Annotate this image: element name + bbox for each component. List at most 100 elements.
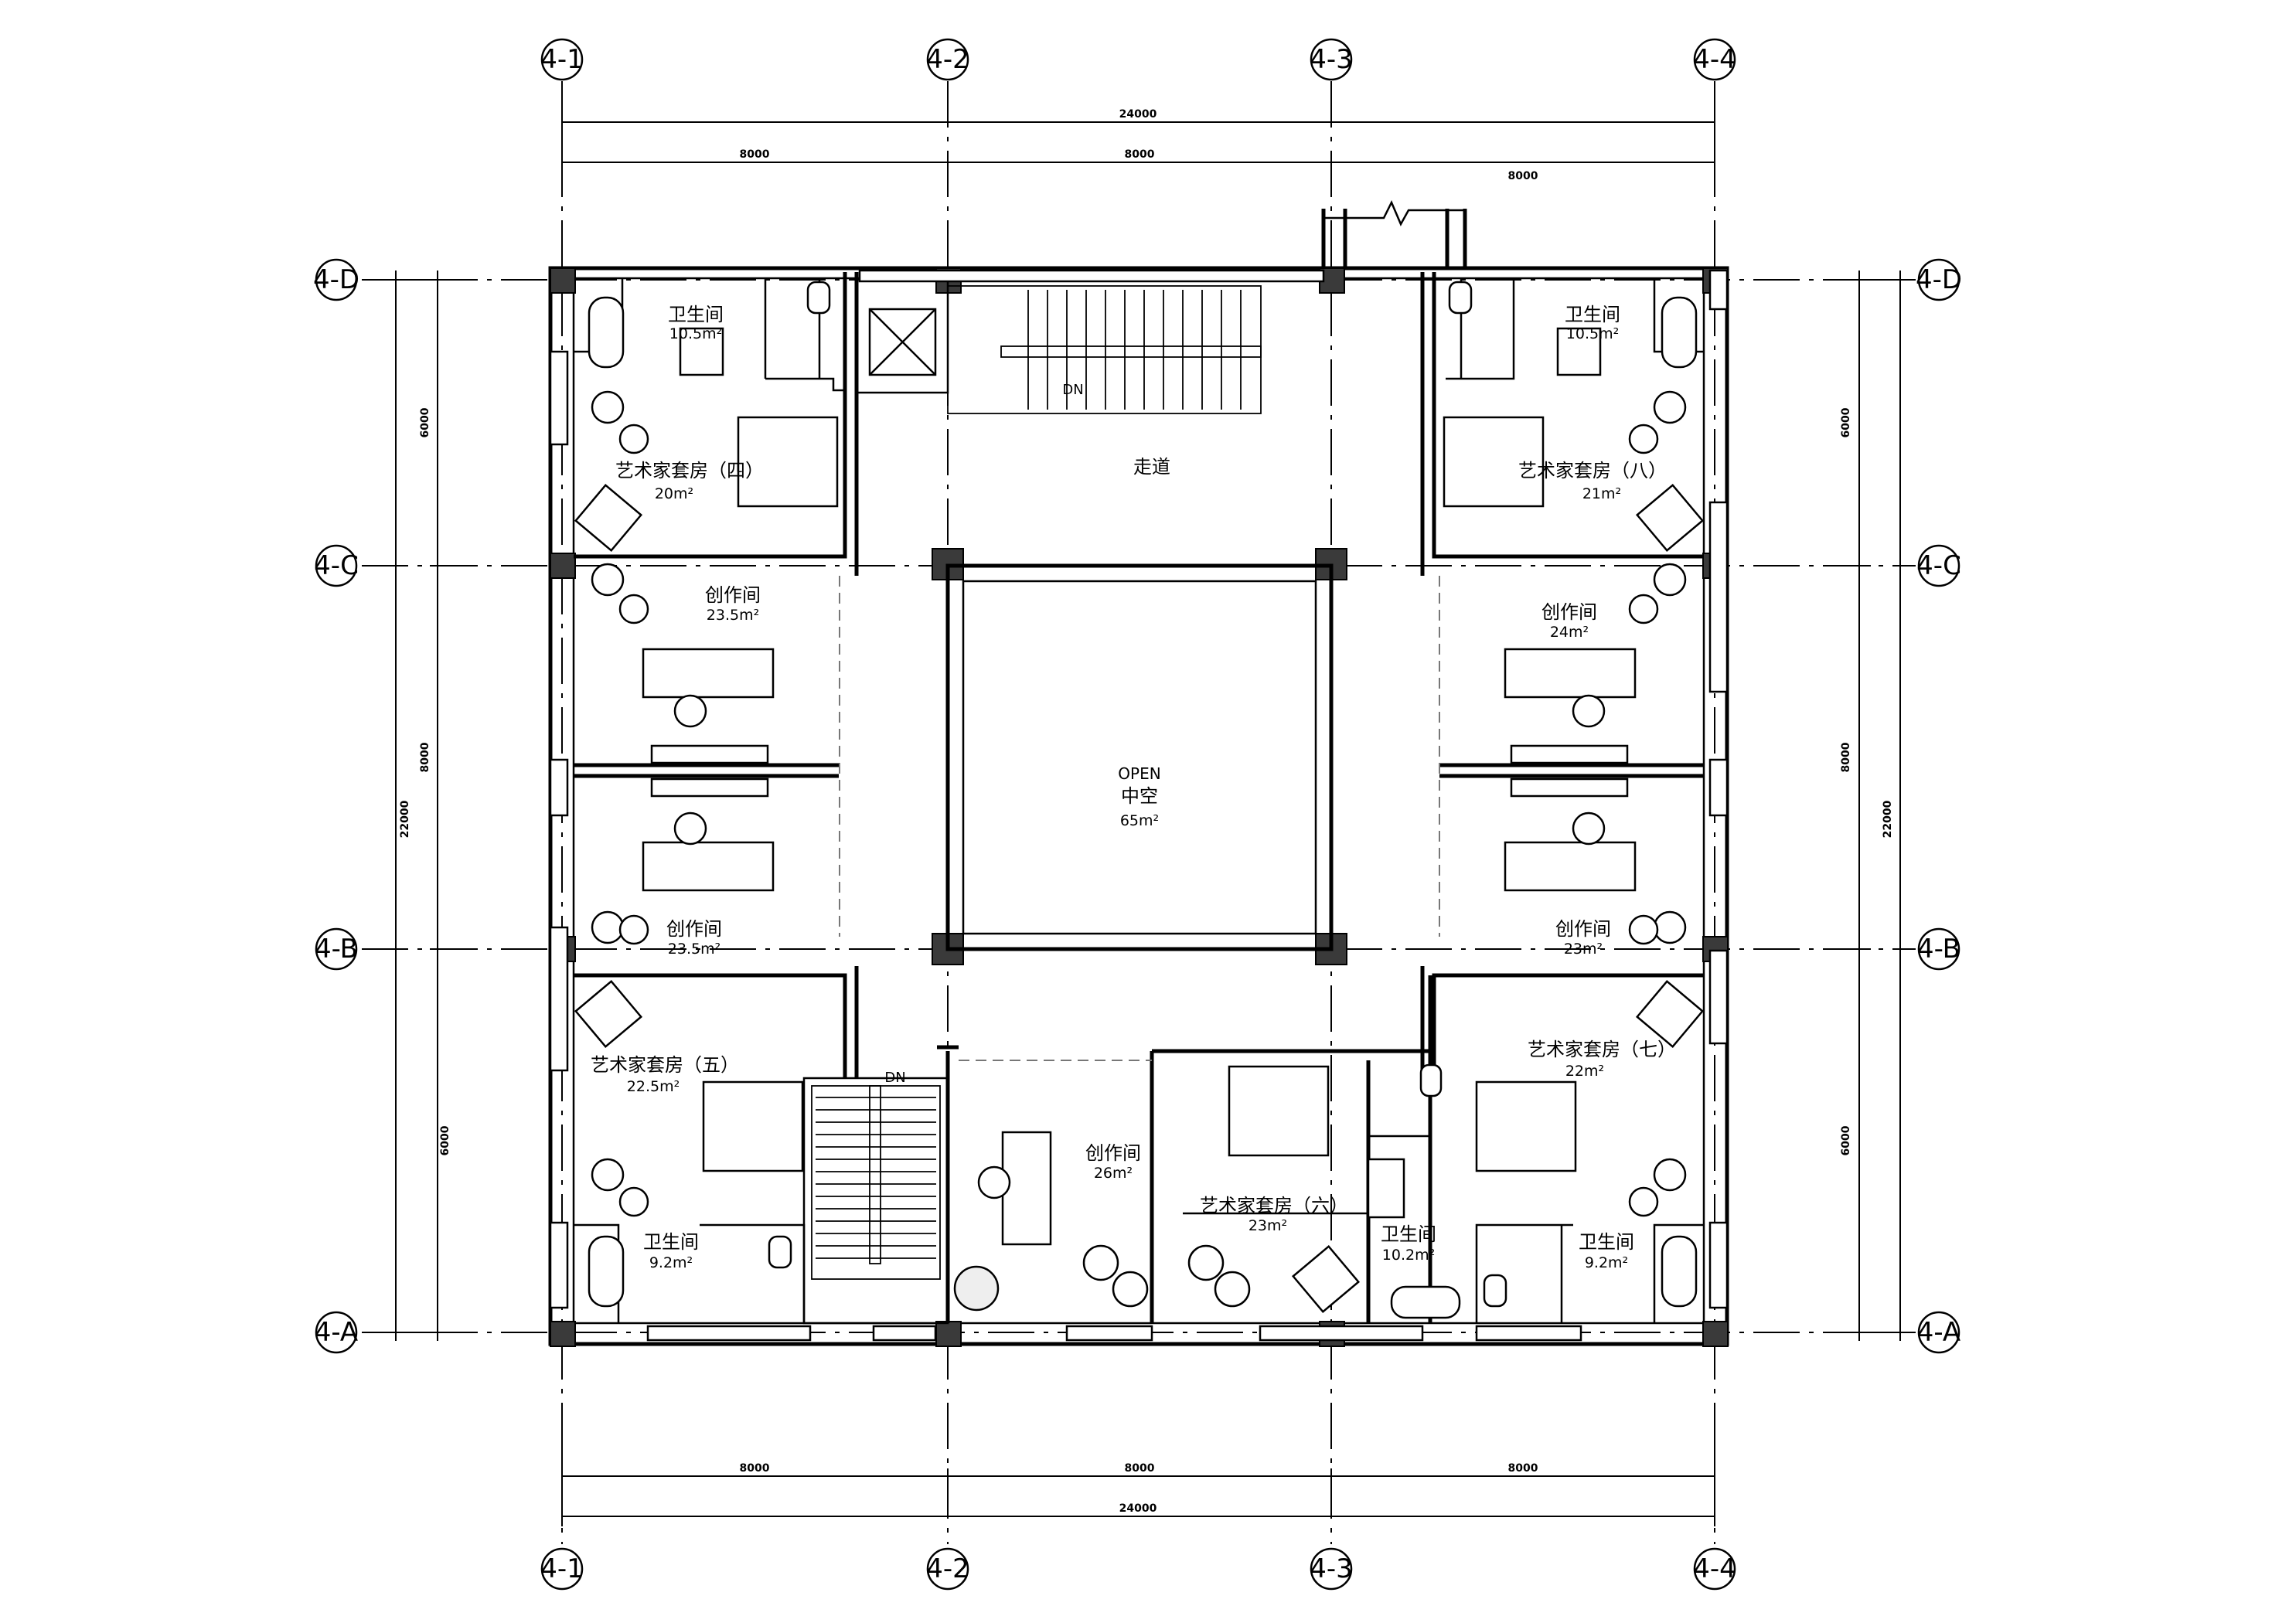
shelf-w2 (650, 777, 769, 798)
stair-south-label: DN (884, 1070, 905, 1086)
bed-suite-5 (702, 1080, 804, 1172)
bath-sw-name: 卫生间 (643, 1231, 699, 1253)
desk-studio-w2 (642, 841, 775, 892)
bed-suite-4 (737, 416, 839, 508)
dim-left-total: 22000 (399, 800, 411, 838)
dim-top-bay-1: 8000 (740, 148, 770, 161)
suite-6-name: 艺术家套房（六） (1200, 1195, 1348, 1216)
dim-right-bay-1: 6000 (1840, 407, 1852, 437)
shelf-w (650, 744, 769, 764)
dim-bottom-total: 24000 (1119, 1502, 1157, 1515)
desk-studio-w1 (642, 648, 775, 699)
suite-5-area: 22.5m² (627, 1078, 680, 1095)
svg-text:4-1: 4-1 (540, 44, 584, 75)
bathtub-se (1661, 1235, 1698, 1308)
axis-bubble-right-4-B: 4-B (1917, 927, 1960, 971)
axis-bubble-right-4-D: 4-D (1916, 258, 1962, 301)
suite-7-area: 22m² (1565, 1063, 1604, 1080)
svg-text:4-B: 4-B (1917, 934, 1960, 965)
suite-4-name: 艺术家套房（四） (615, 460, 764, 481)
studio-e1-name: 创作间 (1541, 601, 1597, 623)
suite-5-name: 艺术家套房（五） (591, 1054, 739, 1076)
axis-bubble-right-4-A: 4-A (1917, 1311, 1960, 1354)
axis-bubble-left-4-B: 4-B (315, 927, 358, 971)
bath-se-area: 9.2m² (1585, 1254, 1628, 1271)
axis-bubble-bottom-4-4: 4-4 (1693, 1547, 1736, 1591)
dim-bottom-bay-1: 8000 (740, 1462, 770, 1475)
axis-bubble-top-4-3: 4-3 (1310, 38, 1353, 81)
suite-6-area: 23m² (1248, 1217, 1287, 1234)
atrium-name: 中空 (1121, 785, 1158, 807)
room-labels: 卫生间 10.5m² 卫生间 10.5m² 艺术家套房（四） 20m² 艺术家套… (591, 304, 1676, 1271)
svg-text:4-3: 4-3 (1310, 1553, 1353, 1584)
dim-left-bay-1: 6000 (419, 407, 431, 437)
planter (953, 1265, 1000, 1312)
shelf-e (1510, 744, 1629, 764)
suite-8-name: 艺术家套房（八） (1518, 460, 1667, 481)
dim-top-bay-2: 8000 (1125, 148, 1155, 161)
axis-bubble-top-4-1: 4-1 (540, 38, 584, 81)
axis-bubble-bottom-4-2: 4-2 (926, 1547, 969, 1591)
svg-text:4-C: 4-C (314, 550, 359, 581)
axis-bubble-left-4-D: 4-D (313, 258, 359, 301)
dimension-lines: 24000 8000 8000 8000 8000 8000 8000 2400… (387, 108, 1909, 1526)
atrium-area: 65m² (1120, 812, 1159, 829)
suite-7-name: 艺术家套房（七） (1528, 1039, 1676, 1060)
desk-studio-e1 (1504, 648, 1637, 699)
svg-text:4-B: 4-B (315, 934, 358, 965)
bathtub-nw (588, 296, 625, 369)
svg-text:4-D: 4-D (313, 264, 359, 295)
suite-8-area: 21m² (1582, 485, 1621, 502)
studio-e1-area: 24m² (1550, 624, 1589, 641)
studio-w2-area: 23.5m² (668, 941, 720, 958)
svg-text:4-C: 4-C (1916, 550, 1961, 581)
suite-4-area: 20m² (655, 485, 693, 502)
svg-text:4-A: 4-A (1917, 1317, 1960, 1348)
svg-text:4-2: 4-2 (926, 1553, 969, 1584)
desk-studio-e2 (1504, 841, 1637, 892)
bathtub-ne (1661, 296, 1698, 369)
dim-left-bay-2: 8000 (419, 742, 431, 772)
bath-se-name: 卫生间 (1579, 1231, 1634, 1253)
studio-e2-name: 创作间 (1555, 918, 1611, 940)
bathtub-s (1390, 1285, 1461, 1319)
bath-s-area: 10.2m² (1382, 1247, 1435, 1264)
axis-bubble-right-4-C: 4-C (1916, 544, 1961, 587)
axis-bubble-top-4-4: 4-4 (1693, 38, 1736, 81)
studio-s-area: 26m² (1094, 1165, 1133, 1182)
dim-top-total: 24000 (1119, 108, 1157, 121)
axis-bubble-bottom-4-3: 4-3 (1310, 1547, 1353, 1591)
studio-e2-area: 23m² (1564, 941, 1603, 958)
axis-bubble-top-4-2: 4-2 (926, 38, 969, 81)
axis-bubble-left-4-C: 4-C (314, 544, 359, 587)
corridor-name: 走道 (1133, 456, 1170, 478)
dim-top-bay-3: 8000 (1508, 170, 1538, 182)
studio-w1-name: 创作间 (705, 584, 761, 606)
svg-text:4-4: 4-4 (1693, 1553, 1736, 1584)
bathtub-sw (588, 1235, 625, 1308)
bath-ne-name: 卫生间 (1565, 304, 1620, 325)
bath-nw-area: 10.5m² (669, 325, 722, 342)
furniture (574, 281, 1705, 1319)
atrium-name-en: OPEN (1118, 764, 1160, 783)
svg-text:4-2: 4-2 (926, 44, 969, 75)
svg-text:4-A: 4-A (315, 1317, 358, 1348)
dim-right-bay-2: 8000 (1840, 742, 1852, 772)
windows (549, 269, 1729, 1342)
dim-right-bay-3: 6000 (1840, 1125, 1852, 1155)
stair-south: DN (811, 1070, 941, 1280)
svg-text:4-3: 4-3 (1310, 44, 1353, 75)
svg-text:4-4: 4-4 (1693, 44, 1736, 75)
desk-studio-s (1001, 1131, 1052, 1246)
bath-nw-name: 卫生间 (668, 304, 724, 325)
bed-suite-6 (1228, 1065, 1330, 1157)
bath-ne-area: 10.5m² (1566, 325, 1619, 342)
dim-bottom-bay-3: 8000 (1508, 1462, 1538, 1475)
shelf-e2 (1510, 777, 1629, 798)
axis-bubbles: 4-1 4-2 4-3 4-4 4-1 4-2 4-3 4-4 4-D 4-C … (313, 38, 1962, 1591)
svg-text:4-D: 4-D (1916, 264, 1962, 295)
structural-columns (550, 267, 1729, 1347)
studio-w1-area: 23.5m² (707, 607, 759, 624)
dim-left-bay-3: 6000 (439, 1125, 451, 1155)
